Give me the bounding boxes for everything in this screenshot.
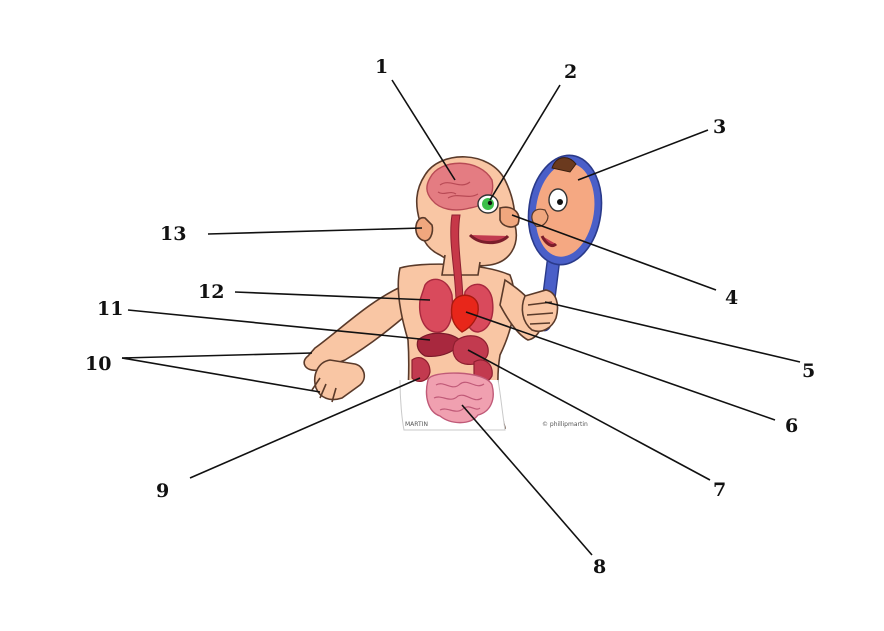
head: [415, 156, 520, 301]
brain: [426, 162, 494, 211]
leader-6: [465, 311, 776, 421]
leader-8: [461, 404, 593, 556]
copyright-credit: © phillipmartin: [542, 421, 588, 428]
leader-10a: [121, 352, 313, 359]
leader-9: [189, 377, 421, 479]
reflection-hair: [551, 157, 577, 173]
label-9: 9: [156, 480, 169, 502]
label-12: 12: [198, 281, 224, 303]
right-hand: [521, 289, 559, 333]
label-2: 2: [564, 61, 577, 83]
label-6: 6: [785, 415, 798, 437]
nose: [499, 206, 520, 228]
leader-11: [127, 309, 431, 341]
label-8: 8: [593, 556, 606, 578]
leader-3: [577, 129, 709, 181]
leader-lines: [121, 79, 801, 556]
leader-12: [234, 291, 431, 301]
label-10: 10: [85, 353, 111, 375]
label-1: 1: [375, 56, 388, 78]
left-hand: [314, 359, 366, 401]
label-13: 13: [160, 223, 186, 245]
lung-left: [418, 278, 454, 333]
mouth: [468, 233, 510, 245]
reflection-nose: [531, 208, 549, 227]
heart: [450, 294, 479, 333]
leader-4: [511, 214, 717, 291]
reflection-mouth: [540, 235, 558, 248]
artist-credit: MARTIN: [405, 421, 428, 428]
label-3: 3: [713, 116, 726, 138]
hand-mirror: [521, 154, 603, 333]
number-labels: 1 2 3 4 5 6 7 8 9 10 11 12 13: [85, 56, 815, 578]
leader-5: [544, 301, 801, 363]
label-5: 5: [802, 360, 815, 382]
label-4: 4: [725, 287, 738, 309]
leader-7: [467, 349, 711, 481]
leader-13: [207, 227, 423, 235]
leader-10b: [121, 357, 321, 393]
leader-1: [391, 79, 456, 181]
leader-2: [489, 84, 561, 201]
label-11: 11: [97, 298, 123, 320]
ear: [415, 217, 434, 242]
left-arm: [303, 283, 413, 372]
label-7: 7: [713, 479, 726, 501]
